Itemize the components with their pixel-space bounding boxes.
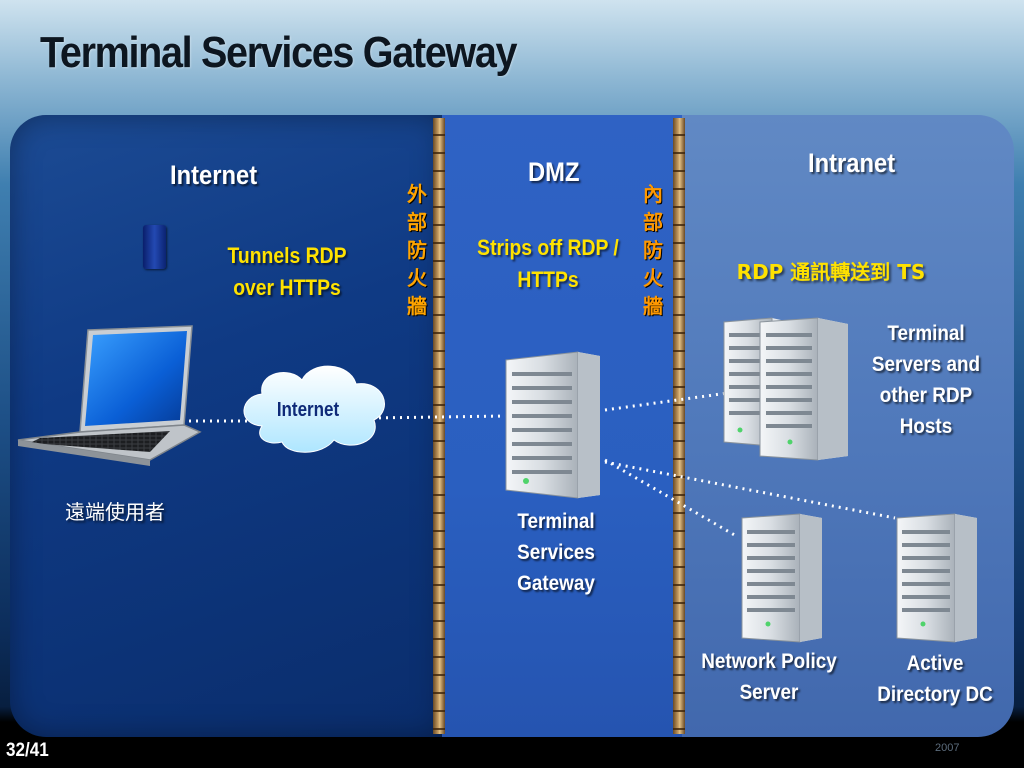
dmz-zone-heading: DMZ (528, 157, 580, 187)
internet-zone-heading: Internet (170, 160, 258, 190)
tunnels-annotation: Tunnels RDP over HTTPs (209, 240, 366, 304)
strips-annotation-line: Strips off RDP / (477, 235, 619, 260)
outer-firewall (433, 118, 445, 734)
internet-cloud-icon (243, 365, 385, 453)
remote-user-label: 遠端使用者 (65, 500, 165, 524)
nps-label-line: Server (739, 681, 799, 704)
inner-firewall-char: 防 (643, 238, 663, 262)
terminal-servers-label-line: Terminal (887, 322, 965, 345)
terminal-servers-label-line: Hosts (899, 415, 953, 438)
intranet-zone-heading: Intranet (808, 148, 896, 178)
strips-annotation-line: HTTPs (517, 267, 579, 292)
gateway-to-nps-link (604, 458, 739, 539)
marker-icon (143, 225, 166, 269)
forwards-annotation: RDP 通訊轉送到 TS (736, 260, 926, 284)
ad-label: Active Directory DC (869, 648, 1000, 710)
connector-lines (182, 391, 896, 539)
footer-year: 2007 (935, 742, 960, 754)
terminal-servers-label-line: Servers and (871, 353, 981, 376)
gateway-label-line: Terminal (517, 510, 595, 533)
page-title: Terminal Services Gateway (40, 28, 518, 77)
gateway-label: Terminal Services Gateway (502, 506, 610, 599)
terminal-servers-label-line: other RDP (879, 384, 973, 407)
terminal-servers-icon (723, 317, 848, 461)
gateway-server-icon (505, 351, 600, 499)
outer-firewall-char: 牆 (407, 294, 427, 318)
inner-firewall-char: 內 (643, 182, 663, 206)
ad-label-line: Directory DC (877, 683, 993, 706)
gateway-to-ad-link (604, 460, 896, 520)
gateway-to-terminal-servers-link (604, 391, 729, 412)
outer-firewall-char: 火 (407, 266, 427, 290)
cloud-to-gateway-link (371, 414, 506, 420)
terminal-servers-label: Terminal Servers and other RDP Hosts (863, 318, 989, 442)
outer-firewall-char: 部 (407, 210, 427, 234)
outer-firewall-char: 防 (407, 238, 427, 262)
strips-annotation: Strips off RDP / HTTPs (462, 232, 634, 296)
tunnels-annotation-line: Tunnels RDP (227, 243, 347, 268)
gateway-label-line: Services (517, 541, 595, 564)
internet-cloud-label: Internet (276, 399, 340, 421)
nps-server-icon (741, 513, 822, 643)
inner-firewall-char: 牆 (643, 294, 663, 318)
ad-label-line: Active (906, 652, 964, 675)
inner-firewall (673, 118, 685, 734)
nps-label-line: Network Policy (701, 650, 837, 673)
nps-label: Network Policy Server (696, 646, 842, 708)
inner-firewall-label: 內 部 防 火 牆 (640, 180, 666, 320)
inner-firewall-char: 部 (643, 210, 663, 234)
outer-firewall-label: 外 部 防 火 牆 (404, 180, 430, 320)
tunnels-annotation-line: over HTTPs (233, 275, 341, 300)
ad-server-icon (896, 513, 977, 643)
laptop-icon (17, 325, 202, 466)
gateway-label-line: Gateway (517, 572, 595, 595)
slide-number: 32/41 (6, 740, 49, 761)
outer-firewall-char: 外 (407, 182, 427, 206)
inner-firewall-char: 火 (643, 266, 663, 290)
